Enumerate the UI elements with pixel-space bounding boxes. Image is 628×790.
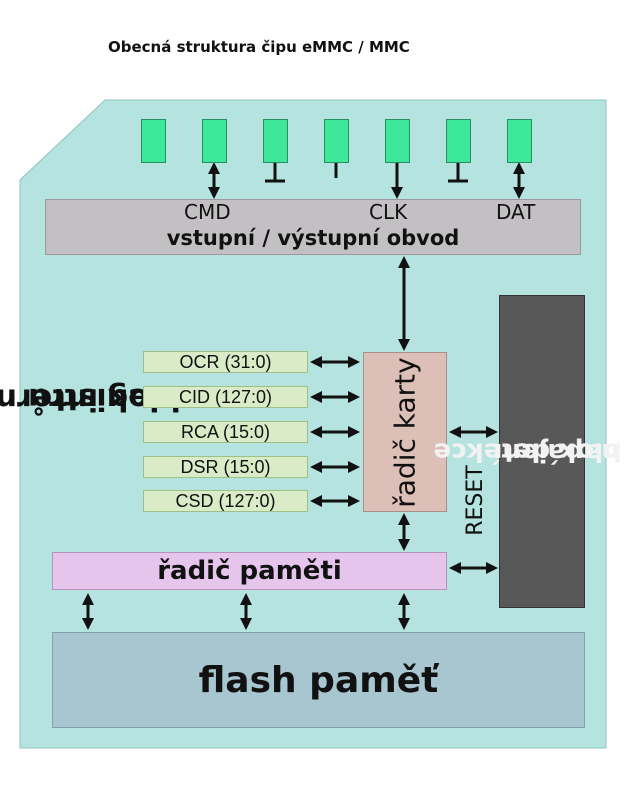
reset-label: RESET	[462, 464, 488, 536]
card-controller	[363, 352, 447, 512]
memory-controller	[52, 552, 447, 590]
dat-label: DAT	[496, 200, 536, 224]
register-ocr: OCR (31:0)	[143, 351, 308, 373]
pin-3	[263, 119, 288, 163]
card-controller-label: řadič karty	[388, 356, 422, 508]
clk-label: CLK	[369, 200, 408, 224]
memory-controller-label: řadič paměti	[157, 556, 342, 586]
register-dsr: DSR (15:0)	[143, 456, 308, 478]
power-detection-block	[499, 295, 585, 608]
pin-connectors	[82, 162, 525, 630]
diagram-title: Obecná struktura čipu eMMC / MMC	[108, 38, 410, 56]
flash-memory	[52, 632, 585, 728]
flash-memory-label: flash paměť	[198, 659, 439, 701]
register-cid: CID (127:0)	[143, 386, 308, 408]
io-block	[45, 199, 581, 255]
pin-6	[446, 119, 471, 163]
io-block-label: vstupní / výstupní obvod	[166, 226, 460, 250]
pin-7	[507, 119, 532, 163]
pin-2	[202, 119, 227, 163]
registers-block-label: blok interníchregistrů	[0, 262, 181, 534]
register-rca: RCA (15:0)	[143, 421, 308, 443]
reset-label-wrap: RESET	[455, 460, 495, 540]
cmd-label: CMD	[184, 200, 231, 224]
pin-1	[141, 119, 166, 163]
register-csd: CSD (127:0)	[143, 490, 308, 512]
card-controller-label-wrap: řadič karty	[363, 352, 447, 512]
pin-4	[324, 119, 349, 163]
power-detection-line2: napájení	[493, 437, 620, 468]
pin-5	[385, 119, 410, 163]
